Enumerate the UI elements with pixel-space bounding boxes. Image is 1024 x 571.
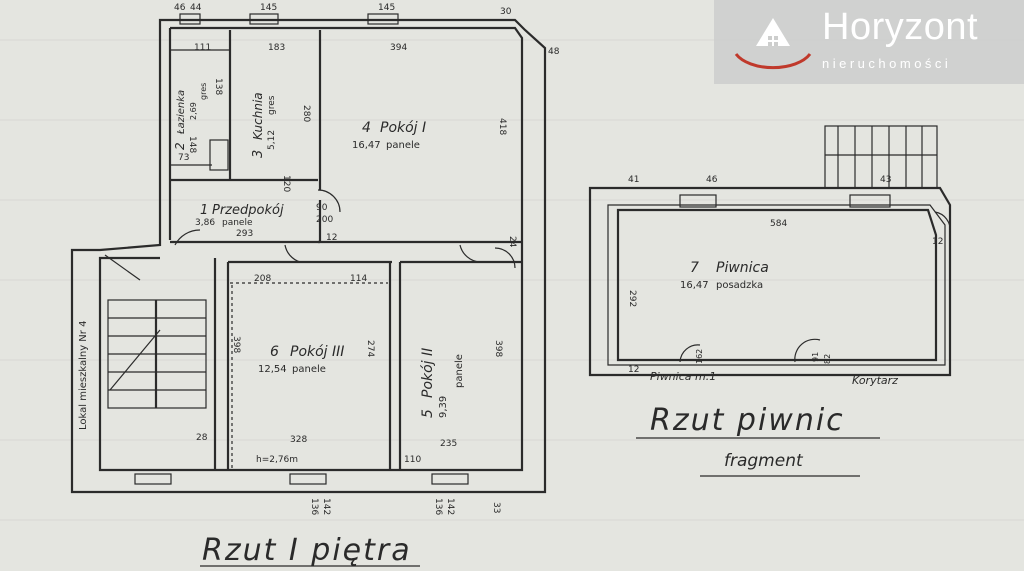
dim-44: 44 bbox=[190, 3, 202, 13]
dim-46: 46 bbox=[174, 3, 186, 13]
dim-73: 73 bbox=[178, 153, 189, 163]
dim-30: 30 bbox=[500, 7, 512, 17]
room-kitchen-area: 5,12 bbox=[267, 130, 277, 150]
room1-number: 4 bbox=[362, 120, 371, 136]
roof-triangle-logo-icon bbox=[734, 18, 812, 70]
room2-area: 9,39 bbox=[438, 396, 449, 418]
dim-398b: 398 bbox=[493, 340, 503, 357]
room-wc-finish: gres bbox=[199, 83, 208, 100]
dim-111: 111 bbox=[194, 43, 211, 53]
dim-24: 24 bbox=[507, 236, 517, 248]
room-wc-label: Łazienka bbox=[176, 90, 187, 135]
room-wc-number: 2 bbox=[173, 142, 187, 150]
bdim-91: 91 bbox=[811, 352, 820, 362]
basement-title: Rzut piwnic bbox=[650, 403, 845, 438]
dim-120: 120 bbox=[281, 175, 291, 192]
dim-90: 90 bbox=[316, 203, 328, 213]
dim-48: 48 bbox=[548, 47, 560, 57]
basement-right-corridor: Korytarz bbox=[852, 374, 898, 387]
bdim-292: 292 bbox=[627, 290, 637, 307]
dim-110: 110 bbox=[404, 455, 421, 465]
dim-114: 114 bbox=[350, 274, 367, 284]
first-floor-room-labels: Przedpokój 1 3,86 panele 2 Łazienka 2,69… bbox=[78, 83, 465, 568]
room1-label: Pokój I bbox=[380, 120, 426, 136]
dim-183: 183 bbox=[268, 43, 285, 53]
room1-finish: panele bbox=[386, 140, 420, 151]
dim-145: 145 bbox=[260, 3, 277, 13]
room-wc-area: 2,69 bbox=[189, 102, 198, 120]
dim-136b: 136 bbox=[433, 498, 443, 515]
dim-200: 200 bbox=[316, 215, 333, 225]
bdim-12a: 12 bbox=[932, 237, 943, 247]
room3-number: 6 bbox=[270, 344, 279, 360]
first-floor-title: Rzut I piętra bbox=[202, 533, 412, 568]
dim-142: 142 bbox=[321, 498, 331, 515]
room-kitchen-finish: gres bbox=[267, 95, 277, 115]
room2-number: 5 bbox=[420, 409, 436, 418]
dim-280: 280 bbox=[301, 105, 311, 122]
paper-grid bbox=[0, 39, 1024, 521]
basement-left-corridor: Piwnica m.1 bbox=[650, 370, 716, 383]
bdim-46: 46 bbox=[706, 175, 718, 185]
dim-274: 274 bbox=[365, 340, 375, 357]
first-floor-plan bbox=[70, 13, 547, 494]
room-hall-label: Przedpokój bbox=[212, 203, 284, 218]
inner-outer-wall bbox=[98, 26, 524, 472]
room2-finish: panele bbox=[454, 354, 465, 388]
bdim-162: 162 bbox=[695, 349, 704, 364]
staircase bbox=[107, 299, 207, 409]
basement-plan bbox=[588, 125, 952, 377]
dim-142b: 142 bbox=[445, 498, 455, 515]
bdim-12b: 12 bbox=[628, 365, 639, 375]
room-hall-number: 1 bbox=[200, 203, 208, 218]
dim-235: 235 bbox=[440, 439, 457, 449]
basement-room-finish: posadzka bbox=[716, 280, 763, 291]
room-hall-area: 3,86 bbox=[195, 218, 215, 228]
bdim-41: 41 bbox=[628, 175, 639, 185]
room3-height: h=2,76m bbox=[256, 455, 298, 465]
basement-room-number: 7 bbox=[690, 260, 699, 276]
bdim-584: 584 bbox=[770, 219, 787, 229]
agency-logo: Horyzont nieruchomości bbox=[714, 0, 1024, 84]
dim-28: 28 bbox=[196, 433, 208, 443]
basement-room-area: 16,47 bbox=[680, 280, 709, 291]
room2-label: Pokój II bbox=[420, 348, 436, 398]
dim-398: 398 bbox=[231, 336, 241, 353]
dim-136: 136 bbox=[309, 498, 319, 515]
dim-293: 293 bbox=[236, 229, 253, 239]
outer-wall bbox=[70, 18, 547, 494]
first-floor-dimensions: 46 44 145 145 30 48 111 183 394 138 280 … bbox=[174, 3, 560, 515]
brand-name: Horyzont bbox=[822, 6, 979, 48]
brand-tagline: nieruchomości bbox=[822, 56, 952, 71]
room3-finish: panele bbox=[292, 364, 326, 375]
bdim-82: 82 bbox=[823, 354, 832, 364]
dim-208: 208 bbox=[254, 274, 271, 284]
room3-area: 12,54 bbox=[258, 364, 287, 375]
dim-394: 394 bbox=[390, 43, 407, 53]
dim-138: 138 bbox=[213, 78, 223, 95]
room-kitchen-label: Kuchnia bbox=[251, 92, 265, 140]
room1-area: 16,47 bbox=[352, 140, 381, 151]
stair-apartment-label: Lokal mieszkalny Nr 4 bbox=[78, 321, 89, 430]
basement-labels: 41 46 43 584 292 12 12 162 91 82 7 Piwni… bbox=[627, 175, 943, 477]
dim-328: 328 bbox=[290, 435, 307, 445]
room-hall-finish: panele bbox=[222, 218, 253, 228]
basement-room-label: Piwnica bbox=[716, 260, 769, 276]
dim-145b: 145 bbox=[378, 3, 395, 13]
basement-subtitle: fragment bbox=[724, 451, 804, 471]
dim-33: 33 bbox=[491, 502, 501, 513]
dim-418: 418 bbox=[497, 118, 507, 135]
room3-label: Pokój III bbox=[290, 344, 344, 360]
dim-12: 12 bbox=[326, 233, 337, 243]
bdim-43: 43 bbox=[880, 175, 891, 185]
dim-148: 148 bbox=[187, 136, 197, 153]
room-kitchen-number: 3 bbox=[251, 150, 266, 158]
